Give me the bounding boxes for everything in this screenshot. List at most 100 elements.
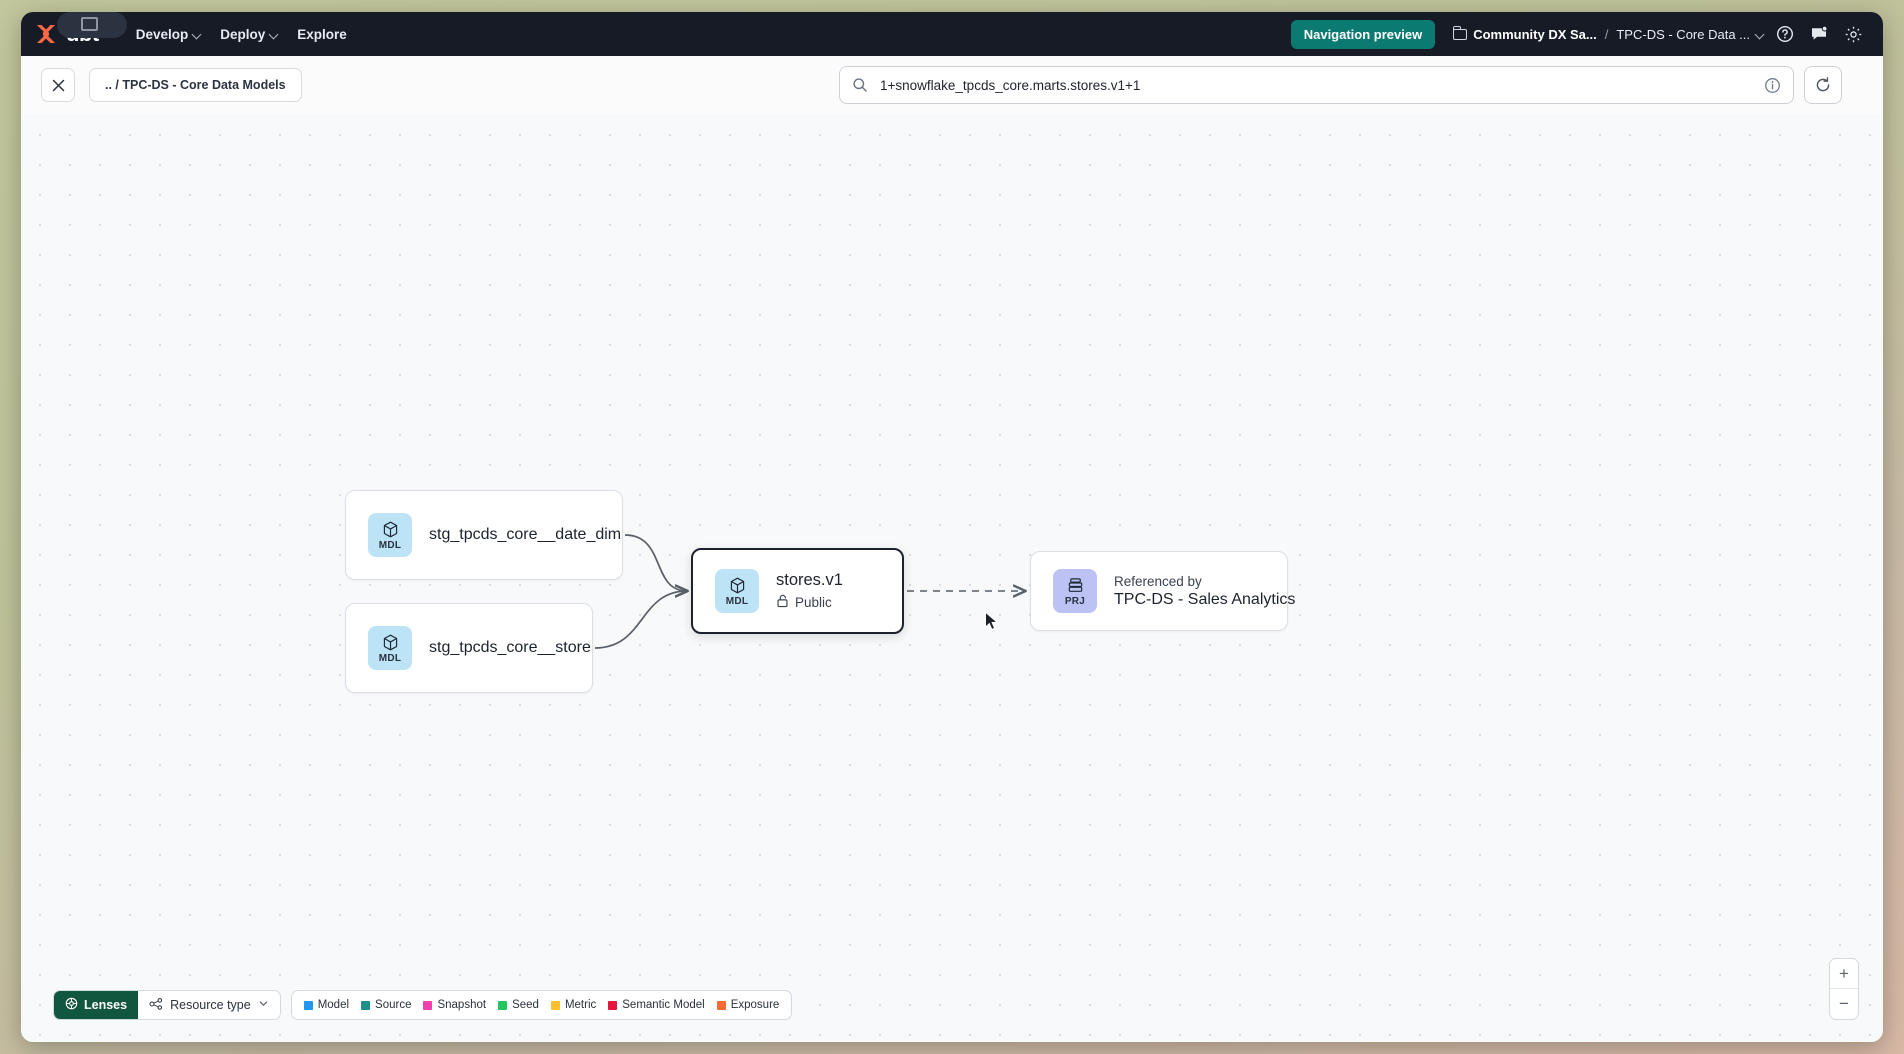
- chevron-down-icon: [258, 998, 269, 1012]
- legend-label: Metric: [564, 999, 597, 1011]
- cube-icon: [381, 520, 400, 539]
- feedback-icon[interactable]: [1805, 20, 1833, 48]
- lens-icon: [65, 997, 78, 1013]
- edge-store-to-stores: [594, 591, 687, 649]
- close-lineage-button[interactable]: [41, 68, 75, 102]
- node-access-row: Public: [776, 594, 843, 611]
- legend-swatch: [608, 1000, 618, 1010]
- node-title: stg_tpcds_core__date_dim: [429, 526, 622, 543]
- node-content: stores.v1 Public: [776, 571, 843, 611]
- cube-icon: [381, 633, 400, 652]
- breadcrumb-project-label: TPC-DS - Core Data ...: [1616, 26, 1750, 42]
- legend-swatch: [423, 1000, 433, 1010]
- legend-label: Exposure: [730, 999, 780, 1011]
- breadcrumb: Community DX Sa... / TPC-DS - Core Data …: [1452, 25, 1765, 42]
- dbt-x-logo-icon: [33, 21, 59, 47]
- resource-type-legend: Model Source Snapshot Seed Metric Semantic Mo…: [290, 990, 793, 1020]
- cube-icon: [728, 576, 747, 595]
- graph-node-tpcds-sales-analytics[interactable]: PRJ Referenced by TPC-DS - Sales Analyti…: [1030, 551, 1296, 631]
- project-badge: PRJ: [1053, 569, 1097, 613]
- breadcrumb-chip[interactable]: .. / TPC-DS - Core Data Models: [89, 68, 302, 102]
- chevron-down-icon: [193, 30, 202, 39]
- navigation-preview-badge[interactable]: Navigation preview: [1290, 19, 1436, 49]
- nav-item-develop[interactable]: Develop: [127, 21, 212, 48]
- node-kicker: Referenced by: [1114, 573, 1202, 589]
- nav-item-deploy[interactable]: Deploy: [211, 21, 288, 48]
- zoom-out-button[interactable]: −: [1839, 994, 1849, 1013]
- folder-icon: [1452, 25, 1468, 40]
- project-stack-icon: [1066, 576, 1085, 595]
- chevron-down-icon: [270, 30, 279, 39]
- browser-tab-nub[interactable]: [57, 12, 127, 38]
- lenses-button-label: Lenses: [84, 998, 128, 1012]
- refresh-graph-button[interactable]: [1804, 66, 1842, 104]
- lineage-toolbar: .. / TPC-DS - Core Data Models 1+snowfla…: [21, 56, 1883, 114]
- legend-item[interactable]: Snapshot: [423, 999, 486, 1011]
- legend-swatch: [716, 1000, 726, 1010]
- breadcrumb-account-label: Community DX Sa...: [1473, 26, 1597, 42]
- lenses-group: Lenses Resource type: [53, 990, 281, 1020]
- nav-item-explore-label: Explore: [297, 26, 347, 42]
- lenses-button[interactable]: Lenses: [54, 991, 139, 1019]
- nodes-icon: [149, 997, 163, 1014]
- legend-item[interactable]: Metric: [550, 999, 597, 1011]
- search-input-value: 1+snowflake_tpcds_core.marts.stores.v1+1: [880, 77, 1141, 93]
- graph-node-stg-tpcds-core-store[interactable]: MDL stg_tpcds_core__store: [345, 603, 593, 693]
- model-badge: MDL: [715, 569, 759, 613]
- node-title: stores.v1: [776, 571, 843, 589]
- nav-item-explore[interactable]: Explore: [288, 21, 356, 48]
- node-content: stg_tpcds_core__date_dim: [429, 526, 622, 544]
- nav-item-develop-label: Develop: [135, 26, 189, 42]
- graph-node-stg-tpcds-core-date-dim[interactable]: MDL stg_tpcds_core__date_dim: [345, 490, 623, 580]
- resource-type-dropdown[interactable]: Resource type: [138, 991, 280, 1019]
- search-input[interactable]: 1+snowflake_tpcds_core.marts.stores.v1+1: [839, 66, 1794, 104]
- legend-label: Source: [375, 999, 412, 1011]
- chevron-down-icon: [1756, 30, 1765, 39]
- resource-type-label: Resource type: [170, 998, 251, 1012]
- legend-item[interactable]: Semantic Model: [608, 999, 705, 1011]
- legend-label: Seed: [512, 999, 539, 1011]
- breadcrumb-separator: /: [1604, 26, 1609, 42]
- breadcrumb-account[interactable]: Community DX Sa...: [1452, 25, 1597, 42]
- edge-date-dim-to-stores: [624, 534, 687, 591]
- node-content: stg_tpcds_core__store: [429, 639, 591, 657]
- model-badge-label: MDL: [378, 652, 402, 664]
- graph-node-stores-v1[interactable]: MDL stores.v1 Public: [691, 548, 904, 634]
- model-badge: MDL: [368, 626, 412, 670]
- legend-item[interactable]: Model: [303, 999, 350, 1011]
- legend-item[interactable]: Seed: [498, 999, 539, 1011]
- top-navigation-bar: dbt Develop Deploy Explore Navigation pr…: [21, 12, 1883, 56]
- nav-item-deploy-label: Deploy: [220, 26, 266, 42]
- legend-label: Model: [317, 999, 350, 1011]
- legend-label: Snapshot: [437, 999, 487, 1011]
- legend-label: Semantic Model: [622, 999, 705, 1011]
- graph-bottom-toolbar: Lenses Resource type: [53, 990, 793, 1020]
- node-content: Referenced by TPC-DS - Sales Analytics: [1114, 573, 1296, 609]
- zoom-in-button[interactable]: +: [1830, 959, 1858, 989]
- model-badge-label: MDL: [725, 595, 749, 607]
- legend-item[interactable]: Exposure: [716, 999, 780, 1011]
- search-icon: [852, 77, 868, 93]
- node-title: TPC-DS - Sales Analytics: [1114, 590, 1296, 608]
- legend-swatch: [550, 1000, 560, 1010]
- unlock-icon: [776, 594, 789, 611]
- info-icon[interactable]: [1764, 77, 1781, 94]
- browser-window: dbt Develop Deploy Explore Navigation pr…: [21, 12, 1883, 1042]
- legend-swatch: [303, 1000, 313, 1010]
- tab-icon: [81, 17, 98, 31]
- legend-swatch: [361, 1000, 371, 1010]
- graph-edges: [594, 534, 1883, 649]
- breadcrumb-project[interactable]: TPC-DS - Core Data ...: [1616, 27, 1765, 42]
- lineage-graph-canvas[interactable]: MDL stg_tpcds_core__date_dim MDL: [21, 114, 1883, 1042]
- node-access-label: Public: [795, 595, 832, 610]
- legend-item[interactable]: Source: [361, 999, 411, 1011]
- model-badge: MDL: [368, 513, 412, 557]
- node-title: stg_tpcds_core__store: [429, 639, 591, 656]
- project-badge-label: PRJ: [1064, 595, 1086, 607]
- help-icon[interactable]: [1771, 20, 1799, 48]
- zoom-controls: + −: [1829, 958, 1859, 1020]
- legend-swatch: [498, 1000, 508, 1010]
- search-area: 1+snowflake_tpcds_core.marts.stores.v1+1: [839, 66, 1842, 104]
- settings-gear-icon[interactable]: [1839, 20, 1867, 48]
